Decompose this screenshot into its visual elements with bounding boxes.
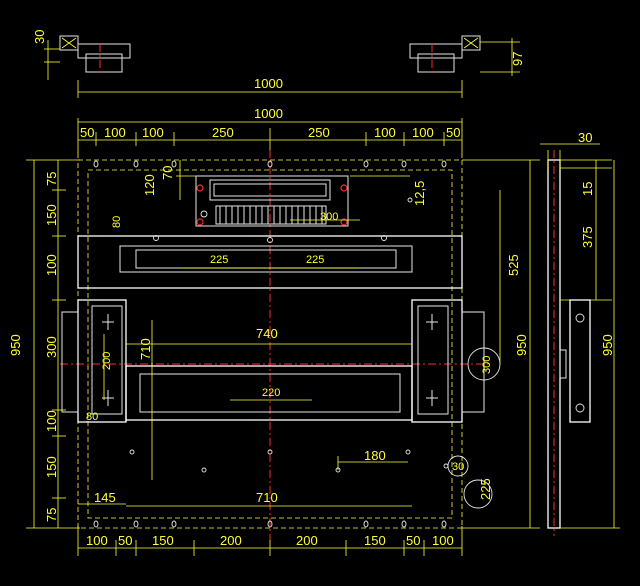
left-dimensions: 75 150 100 300 100 150 75 950 xyxy=(8,159,80,529)
dim-225-right: 225 xyxy=(306,254,324,266)
dim-12-5: 12,5 xyxy=(412,181,427,206)
dim-left-0: 75 xyxy=(44,172,59,186)
dim-525: 525 xyxy=(506,254,521,276)
dim-80-bottom: 80 xyxy=(86,411,98,423)
dim-seg-1: 100 xyxy=(104,125,126,140)
dim-seg-4: 250 xyxy=(308,125,330,140)
dim-left-6: 75 xyxy=(44,508,59,522)
dim-bottom-6: 50 xyxy=(406,533,420,548)
dim-left-3: 300 xyxy=(44,336,59,358)
holes xyxy=(93,160,449,528)
plate-right-dims: 525 950 xyxy=(462,159,540,529)
dim-225-left: 225 xyxy=(210,254,228,266)
top-dimensions: 1000 1000 50 100 100 250 250 100 100 50 xyxy=(77,76,463,158)
dim-710-vert: 710 xyxy=(138,338,153,360)
side-dim-15: 15 xyxy=(580,182,595,196)
dim-710-bottom: 710 xyxy=(256,490,278,505)
dim-30-circle: 30 xyxy=(452,461,464,473)
dim-180: 180 xyxy=(364,448,386,463)
dim-right-small: 97 xyxy=(510,52,525,66)
left-bracket: 200 80 xyxy=(61,299,127,423)
dim-120: 120 xyxy=(142,174,157,196)
circle-225 xyxy=(463,479,493,509)
bottom-dimensions: 100 50 150 200 200 150 50 100 xyxy=(77,526,463,556)
dim-overall-1: 1000 xyxy=(254,76,283,91)
lower-dims: 180 30 145 710 225 xyxy=(78,448,493,509)
dim-80-top: 80 xyxy=(111,216,123,228)
dim-bottom-3: 200 xyxy=(220,533,242,548)
dim-seg-3: 250 xyxy=(212,125,234,140)
left-rail-block xyxy=(59,35,79,51)
dim-seg-6: 100 xyxy=(412,125,434,140)
dim-145: 145 xyxy=(94,490,116,505)
side-dim-30: 30 xyxy=(578,130,592,145)
dim-300-circle: 300 xyxy=(481,356,493,374)
top-bracket: 120 70 12,5 300 80 xyxy=(111,160,427,228)
dim-200: 200 xyxy=(101,352,113,370)
dim-left-2: 100 xyxy=(44,254,59,276)
dim-950-mid: 950 xyxy=(514,334,529,356)
side-view: 30 15 375 950 xyxy=(540,130,620,536)
main-plate xyxy=(60,150,490,540)
dim-seg-0: 50 xyxy=(80,125,94,140)
dim-bottom-4: 200 xyxy=(296,533,318,548)
right-bracket: 300 xyxy=(411,299,501,423)
dim-300-top: 300 xyxy=(320,211,338,223)
dim-bottom-7: 100 xyxy=(432,533,454,548)
dim-overall-2: 1000 xyxy=(254,106,283,121)
middle-rail: 220 740 710 xyxy=(125,320,413,480)
dim-225-vert: 225 xyxy=(478,478,493,500)
hatch-block xyxy=(215,205,327,225)
dim-70: 70 xyxy=(160,166,175,180)
side-dim-375: 375 xyxy=(580,226,595,248)
dim-left-5: 150 xyxy=(44,456,59,478)
right-rail-block xyxy=(461,35,481,51)
dim-seg-7: 50 xyxy=(446,125,460,140)
dim-bottom-2: 150 xyxy=(152,533,174,548)
dim-left-1: 150 xyxy=(44,204,59,226)
dim-bottom-1: 50 xyxy=(118,533,132,548)
dim-left-small: 30 xyxy=(32,30,47,44)
dim-220: 220 xyxy=(262,387,280,399)
side-dim-950: 950 xyxy=(600,334,615,356)
circle-30 xyxy=(447,455,469,477)
dim-seg-5: 100 xyxy=(374,125,396,140)
dim-740: 740 xyxy=(256,326,278,341)
dim-bottom-5: 150 xyxy=(364,533,386,548)
dim-left-overall: 950 xyxy=(8,334,23,356)
dim-bottom-0: 100 xyxy=(86,533,108,548)
top-rail-detail: 30 97 xyxy=(32,30,525,80)
upper-rail: 225 225 xyxy=(77,235,463,289)
dim-seg-2: 100 xyxy=(142,125,164,140)
dim-left-4: 100 xyxy=(44,410,59,432)
